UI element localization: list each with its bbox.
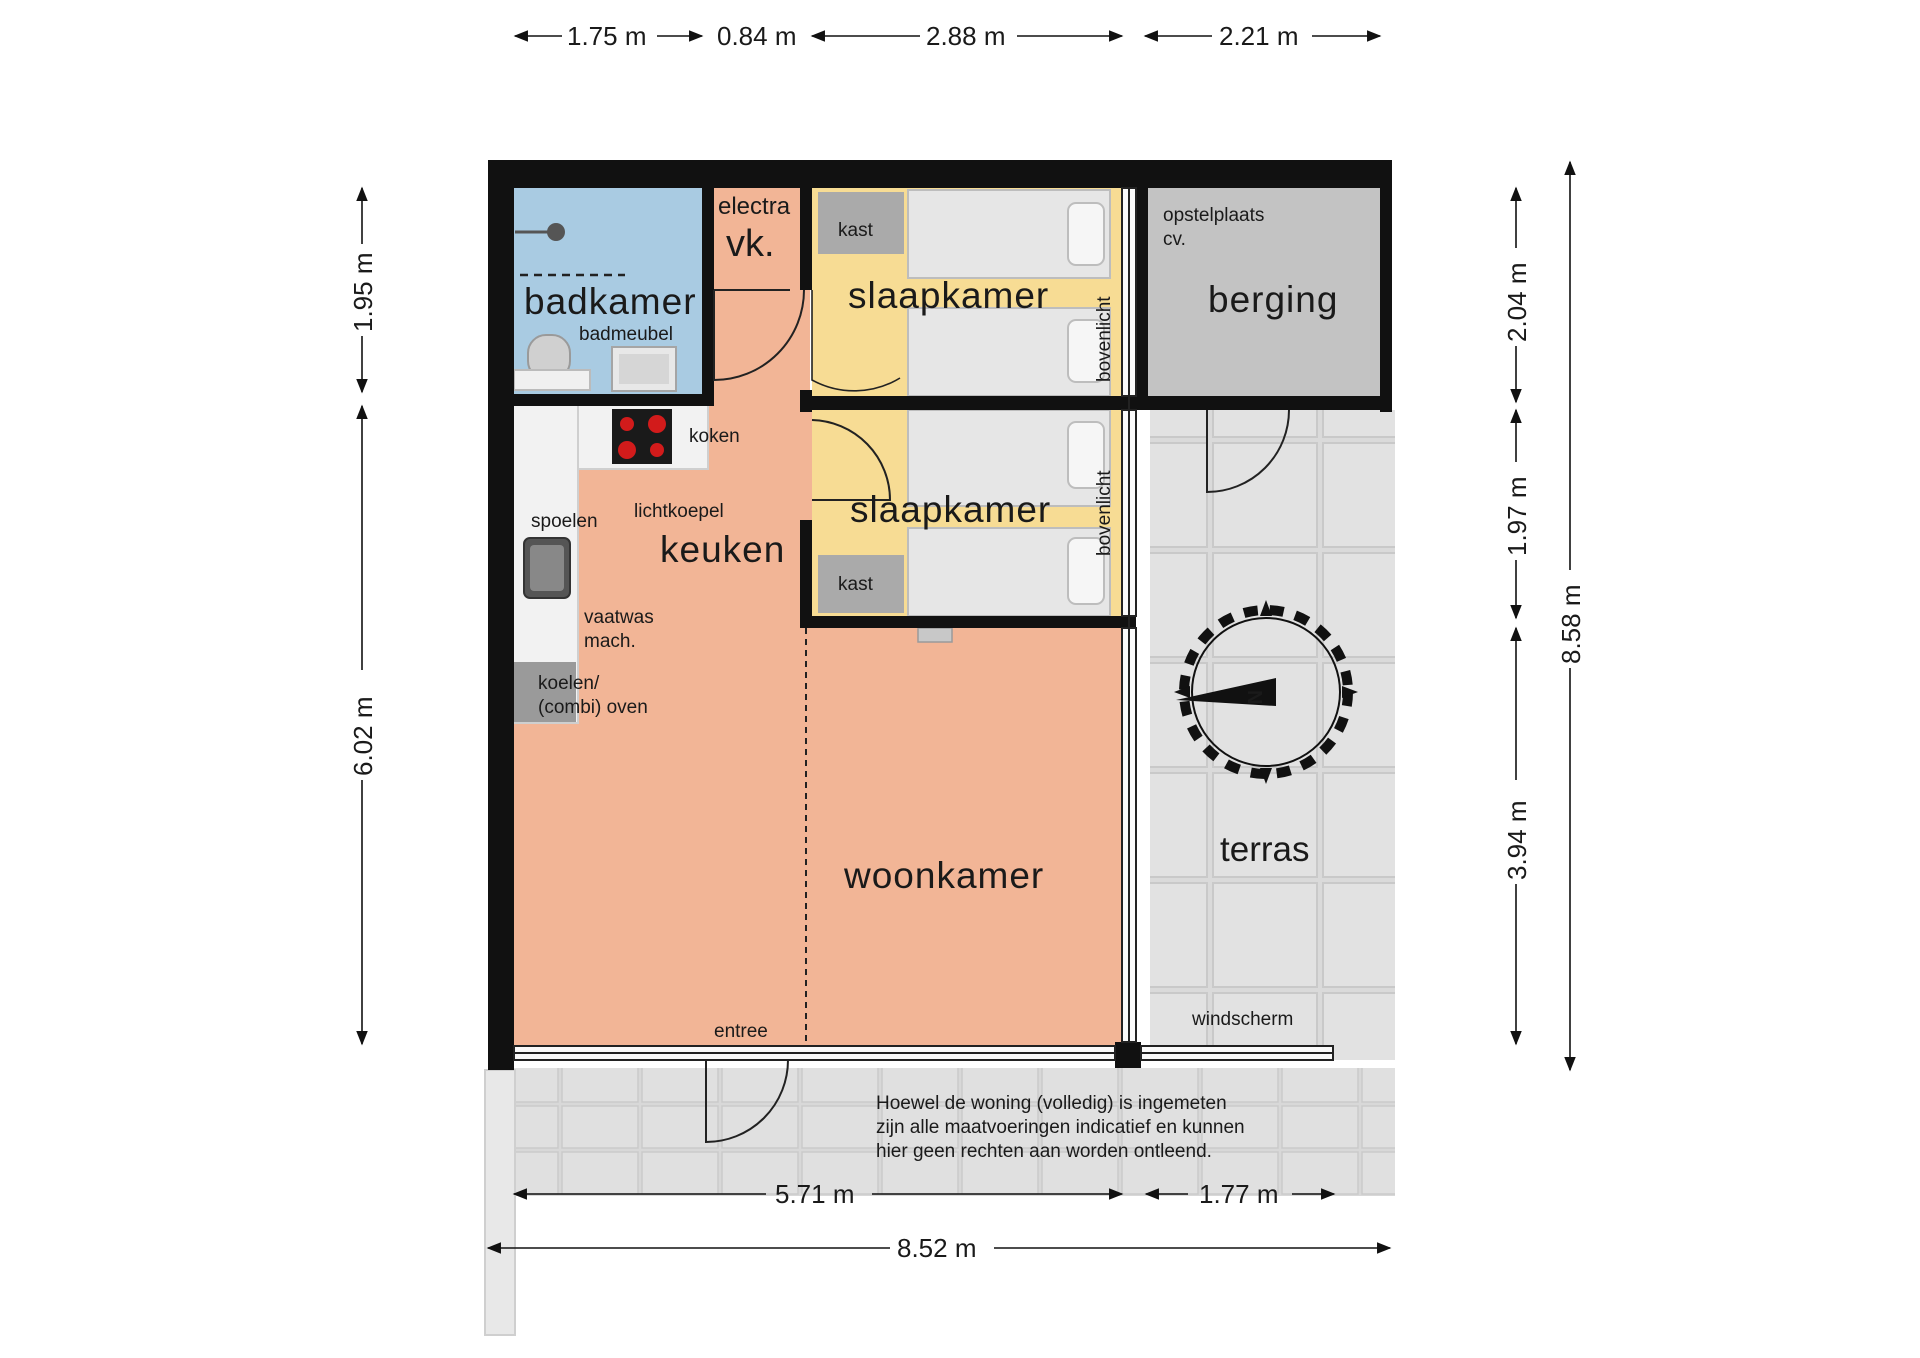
pillow-2a (1067, 421, 1105, 489)
dim-bottom-1: 5.71 m (775, 1179, 855, 1209)
label-bovenlicht-1: bovenlicht (1094, 296, 1115, 382)
pillow-1b (1067, 319, 1105, 383)
label-vk: vk. (726, 223, 775, 265)
dim-right-total: 8.58 m (1556, 585, 1586, 665)
pillow-1a (1067, 202, 1105, 266)
toilet-base (513, 369, 591, 391)
dimension-lines (356, 30, 1576, 1254)
front-paving (498, 1068, 1395, 1196)
label-combi-oven: (combi) oven (538, 697, 648, 718)
label-opstelplaats: opstelplaats (1163, 205, 1264, 226)
label-koken: koken (689, 426, 740, 447)
label-badkamer: badkamer (524, 281, 697, 322)
side-path (484, 1069, 516, 1336)
label-woonkamer: woonkamer (843, 855, 1044, 896)
label-keuken: keuken (660, 529, 785, 570)
label-cv: cv. (1163, 229, 1186, 250)
pillow-2b (1067, 537, 1105, 605)
label-lichtkoepel: lichtkoepel (634, 501, 724, 522)
sink-basin (530, 545, 564, 591)
label-vaatwas: vaatwas (584, 607, 654, 628)
dim-left-1: 1.95 m (348, 253, 378, 333)
dim-right-3: 3.94 m (1502, 801, 1532, 881)
window-mullions (514, 188, 1333, 1054)
wardrobe-1 (818, 192, 904, 254)
dim-bottom-total: 8.52 m (897, 1233, 977, 1263)
label-windscherm: windscherm (1191, 1009, 1293, 1030)
label-bovenlicht-2: bovenlicht (1094, 470, 1115, 556)
label-slaapkamer-1: slaapkamer (848, 275, 1049, 316)
hallway-floor (710, 278, 810, 413)
label-kast-top: kast (838, 220, 874, 241)
walls (488, 160, 1392, 1070)
oven (514, 662, 576, 722)
electra-floor (712, 188, 802, 278)
terrace-floor (1150, 410, 1395, 1060)
washbasin-bowl (619, 354, 669, 384)
storage-floor (1148, 188, 1380, 400)
disclaimer-line-2: zijn alle maatvoeringen indicatief en ku… (876, 1117, 1245, 1138)
disclaimer-line-1: Hoewel de woning (volledig) is ingemeten (876, 1093, 1227, 1114)
label-badmeubel: badmeubel (579, 324, 673, 345)
compass: N (1174, 600, 1358, 784)
label-spoelen: spoelen (531, 511, 598, 532)
dim-top-1: 1.75 m (567, 21, 647, 51)
compass-north-label: N (1243, 690, 1265, 704)
label-terras: terras (1220, 830, 1309, 869)
label-slaapkamer-2: slaapkamer (850, 489, 1051, 530)
disclaimer-line-3: hier geen rechten aan worden ontleend. (876, 1141, 1212, 1162)
shower-head (547, 223, 565, 241)
dim-top-3: 2.88 m (926, 21, 1006, 51)
dim-bottom-2: 1.77 m (1199, 1179, 1279, 1209)
label-mach: mach. (584, 631, 636, 652)
dim-top-4: 2.21 m (1219, 21, 1299, 51)
dim-right-1: 2.04 m (1502, 263, 1532, 343)
doors (705, 289, 1290, 1144)
label-koelen: koelen/ (538, 673, 600, 694)
wardrobe-2 (818, 555, 904, 613)
label-electra: electra (718, 193, 791, 220)
label-entree: entree (714, 1021, 768, 1042)
dim-left-2: 6.02 m (348, 697, 378, 777)
dim-right-2: 1.97 m (1502, 477, 1532, 557)
label-kast-bottom: kast (838, 574, 874, 595)
label-berging: berging (1208, 279, 1338, 320)
dim-top-2: 0.84 m (717, 21, 797, 51)
hob-burners (618, 415, 666, 459)
radiator (917, 627, 953, 643)
